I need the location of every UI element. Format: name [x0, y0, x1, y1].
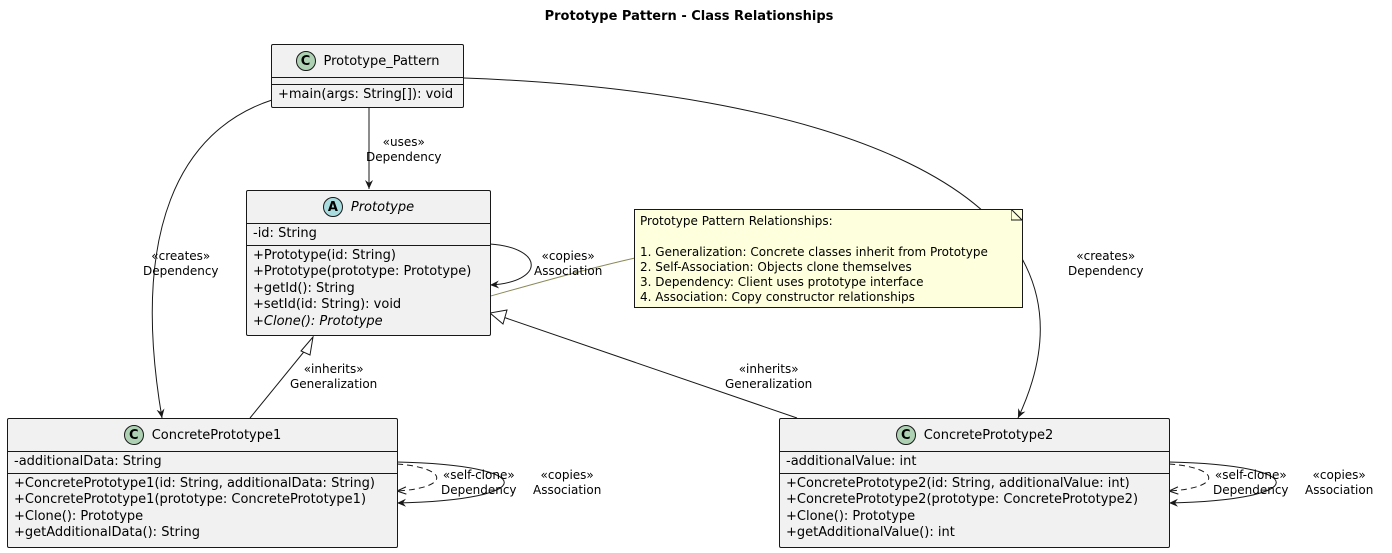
class-concrete-prototype-2[interactable]: C ConcretePrototype2 -additionalValue: i… — [779, 418, 1170, 548]
edge-copies-proto — [489, 243, 532, 289]
class-concrete-prototype-1[interactable]: C ConcretePrototype1 -additionalData: St… — [7, 418, 398, 548]
edge-creates-left — [151, 99, 273, 419]
abstract-class-icon: A — [322, 197, 343, 217]
class-name: Prototype — [350, 199, 415, 215]
class-prototype[interactable]: A Prototype -id: String +Prototype(id: S… — [246, 190, 491, 336]
methods-section: +ConcretePrototype2(id: String, addition… — [780, 474, 1169, 544]
edge-label-creates-left: «creates»Dependency — [143, 249, 219, 278]
edge-label-uses: «uses»Dependency — [366, 135, 442, 164]
method: +setId(id: String): void — [253, 297, 402, 312]
method: +ConcretePrototype1(id: String, addition… — [14, 475, 375, 491]
fields-section: -id: String — [247, 224, 490, 246]
edge-inherits-right-head — [488, 309, 508, 325]
note-line: 1. Generalization: Concrete classes inhe… — [640, 244, 988, 259]
method: +Clone(): Prototype — [786, 508, 916, 524]
edge-label-copies-proto: «copies»Association — [534, 249, 603, 278]
edge-label-selfclone-c2: «self-clone»Dependency — [1213, 468, 1289, 497]
method: +getAdditionalValue(): int — [786, 525, 955, 540]
class-icon: C — [295, 51, 316, 71]
field: -id: String — [253, 226, 317, 241]
class-name: Prototype_Pattern — [323, 53, 440, 69]
edge-creates-right — [463, 77, 1041, 419]
methods-section: +ConcretePrototype1(id: String, addition… — [8, 474, 397, 544]
abstract-method: +Clone(): Prototype — [253, 313, 383, 329]
edge-label-inherits-right: «inherits»Generalization — [725, 362, 813, 391]
edge-label-creates-right: «creates»Dependency — [1068, 249, 1144, 278]
methods-section: +Prototype(id: String) +Prototype(protot… — [247, 246, 490, 333]
class-header: C ConcretePrototype2 — [780, 419, 1169, 452]
edge-inherits-left-head — [300, 335, 314, 356]
note-fold-icon — [1011, 209, 1023, 221]
field: -additionalValue: int — [786, 454, 917, 469]
edge-copies-c1 — [396, 461, 505, 507]
relationships-note: Prototype Pattern Relationships: 1. Gene… — [634, 209, 1023, 308]
note-line: 2. Self-Association: Objects clone thems… — [640, 259, 912, 274]
class-icon: C — [123, 425, 144, 445]
edge-label-selfclone-c1: «self-clone»Dependency — [441, 468, 517, 497]
note-line: 3. Dependency: Client uses prototype int… — [640, 275, 924, 290]
edge-inherits-left — [249, 347, 308, 419]
method: +Clone(): Prototype — [14, 508, 144, 524]
method: +ConcretePrototype2(id: String, addition… — [786, 475, 1130, 491]
edge-label-copies-c1: «copies»Association — [533, 468, 602, 497]
edge-label-inherits-left: «inherits»Generalization — [290, 362, 378, 391]
method: +getAdditionalData(): String — [14, 525, 200, 540]
methods-section: +main(args: String[]): void — [272, 85, 463, 106]
diagram-title: Prototype Pattern - Class Relationships — [544, 9, 834, 24]
class-header: A Prototype — [247, 191, 490, 224]
edge-copies-c2 — [1168, 461, 1277, 507]
class-icon: C — [895, 425, 916, 445]
fields-section: -additionalData: String — [8, 452, 397, 474]
class-name: ConcretePrototype1 — [151, 427, 282, 443]
note-line: Prototype Pattern Relationships: — [640, 214, 833, 228]
fields-section — [272, 78, 463, 85]
method: +main(args: String[]): void — [278, 87, 454, 102]
method: +Prototype(id: String) — [253, 247, 396, 263]
class-header: C Prototype_Pattern — [272, 45, 463, 78]
note-line: 4. Association: Copy constructor relatio… — [640, 290, 915, 305]
class-header: C ConcretePrototype1 — [8, 419, 397, 452]
fields-section: -additionalValue: int — [780, 452, 1169, 474]
method: +getId(): String — [253, 280, 355, 296]
note-line — [640, 229, 1017, 244]
edge-selfclone-c2 — [1169, 463, 1210, 491]
edge-label-copies-c2: «copies»Association — [1305, 468, 1374, 497]
class-name: ConcretePrototype2 — [923, 427, 1054, 443]
method: +Prototype(prototype: Prototype) — [253, 264, 472, 279]
class-prototype-pattern[interactable]: C Prototype_Pattern +main(args: String[]… — [271, 44, 464, 108]
edge-selfclone-c1 — [397, 463, 438, 491]
method: +ConcretePrototype1(prototype: ConcreteP… — [14, 492, 367, 507]
field: -additionalData: String — [14, 454, 162, 469]
method: +ConcretePrototype2(prototype: ConcreteP… — [786, 492, 1139, 507]
edge-inherits-right — [502, 316, 798, 419]
